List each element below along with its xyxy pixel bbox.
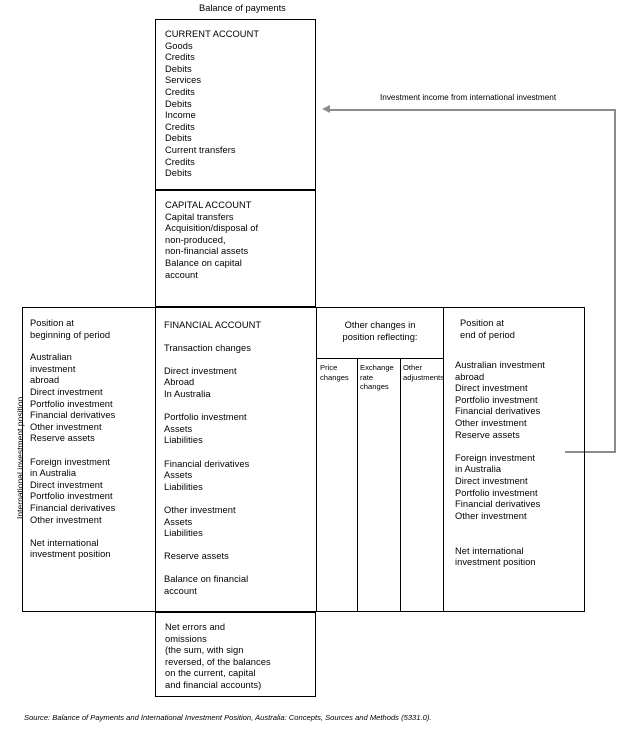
flow-arrow-riser (614, 109, 616, 453)
financial-account-body: Transaction changes Direct investment Ab… (164, 342, 251, 597)
divider-position-beginning-financial (155, 307, 156, 612)
position-end-column: Position at end of period (460, 318, 585, 341)
position-beginning-heading: Position at beginning of period (30, 318, 111, 340)
flow-arrow-label: Investment income from international inv… (380, 93, 557, 102)
top-title: Balance of payments (199, 3, 286, 13)
other-changes-header-rule (316, 358, 444, 359)
capital-account-box: CAPITAL ACCOUNT Capital transfers Acquis… (155, 190, 316, 307)
other-changes-heading: Other changes in position reflecting: (342, 320, 418, 342)
divider-otherchanges-positionend (443, 307, 444, 612)
position-beginning-body: Australian investment abroad Direct inve… (30, 352, 116, 560)
subcolumn-price-changes: Price changes (320, 363, 349, 382)
net-errors-box: Net errors and omissions (the sum, with … (155, 612, 316, 697)
flow-arrow-shaft (330, 109, 616, 111)
position-end-body: Australian investment abroad Direct inve… (455, 360, 545, 568)
position-beginning-column: Position at beginning of period Australi… (30, 318, 150, 561)
subcolumn-other-adjustments: Other adjustments (403, 363, 444, 382)
subcolumn-exchange-rate-changes: Exchange rate changes (360, 363, 394, 392)
divider-exchange-other (400, 358, 401, 612)
financial-account-heading: FINANCIAL ACCOUNT (164, 320, 262, 330)
current-account-box: CURRENT ACCOUNT Goods Credits Debits Ser… (155, 19, 316, 190)
flow-arrow-return-shaft (565, 451, 616, 453)
divider-price-exchange (357, 358, 358, 612)
position-end-heading: Position at end of period (460, 318, 515, 340)
net-errors-text: Net errors and omissions (the sum, with … (165, 622, 271, 690)
capital-account-text: CAPITAL ACCOUNT Capital transfers Acquis… (165, 200, 259, 280)
financial-account-column: FINANCIAL ACCOUNT Transaction changes Di… (164, 320, 312, 598)
divider-financial-otherchanges (316, 307, 317, 612)
source-note: Source: Balance of Payments and Internat… (24, 713, 432, 722)
current-account-text: CURRENT ACCOUNT Goods Credits Debits Ser… (165, 29, 260, 179)
flow-arrow-head-icon (322, 105, 330, 113)
main-panel-row (22, 307, 585, 612)
